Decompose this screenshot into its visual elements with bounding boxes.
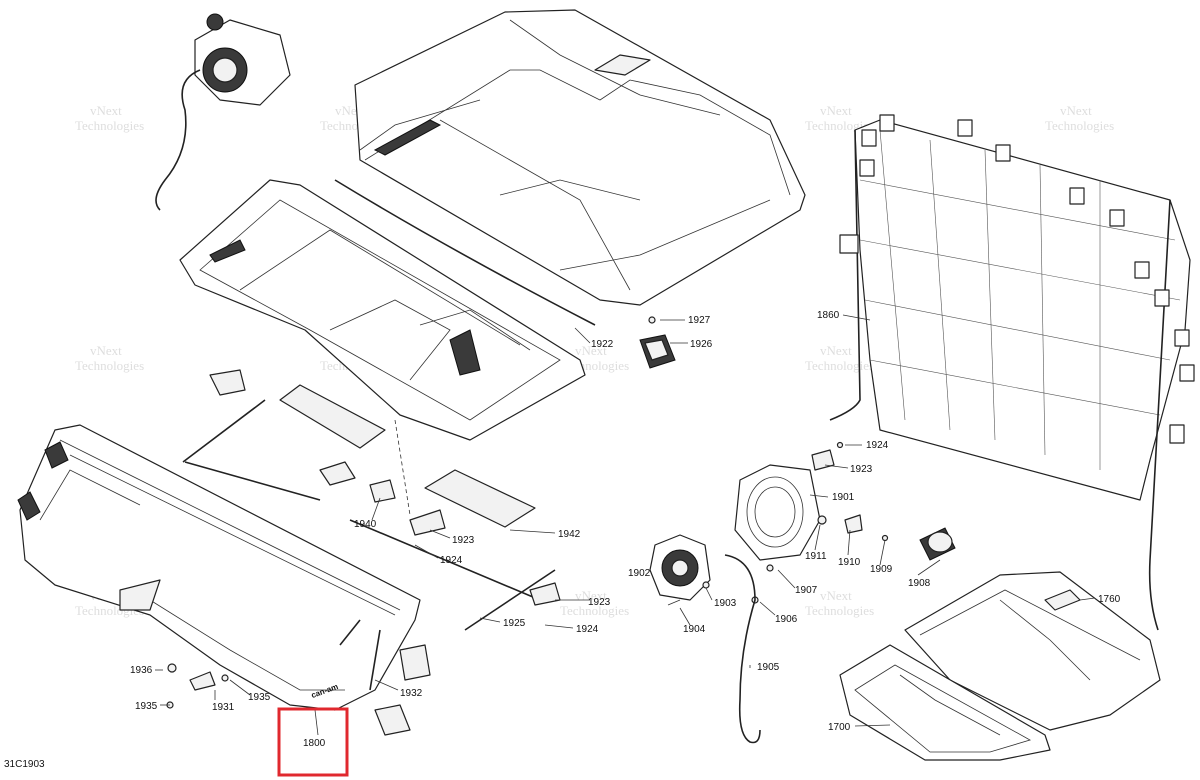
label-1903: 1903 [714,598,737,609]
label-1935-right: 1935 [248,692,271,703]
watermark-4a: vNext [820,103,852,118]
label-1942: 1942 [558,529,581,540]
label-1905: 1905 [757,662,780,673]
label-1800: 1800 [303,738,326,749]
label-1927: 1927 [688,315,711,326]
label-1940: 1940 [354,519,377,530]
watermark-1b: Technologies [75,118,144,133]
loop-3 [957,119,973,137]
speaker-1901 [734,449,863,561]
label-1907: 1907 [795,585,818,596]
loop-6 [1109,209,1125,227]
diagram-code: 31C1903 [4,759,45,770]
screw-1924b [836,441,844,449]
watermark-8a: vNext [575,343,607,358]
highlight-box-1800[interactable] [277,707,349,777]
loop-8 [1154,289,1170,307]
clip-1940 [369,479,396,503]
rear-net-1860 [829,114,1195,631]
bracket-1923 [409,509,446,536]
nut-1936 [167,663,177,673]
loop-10 [1179,364,1195,382]
roof-panel [354,9,806,306]
loop-2 [879,114,895,132]
loop-11 [839,234,859,254]
label-1902: 1902 [628,568,651,579]
screw-1909 [881,534,889,542]
watermark-9b: Technologies [805,358,874,373]
plate-1940 [279,384,386,449]
label-1909: 1909 [870,564,893,575]
rails [182,399,556,691]
seal-strip [334,179,596,326]
label-1922: 1922 [591,339,614,350]
speaker-1902 [649,534,711,601]
rear-panel-1800: can-am [17,424,421,711]
screw-1907 [766,564,774,572]
label-1923-low: 1923 [588,597,611,608]
watermark-5b: Technologies [1045,118,1114,133]
label-1924-low: 1924 [576,624,599,635]
plate-1942 [424,469,536,528]
label-1923-right: 1923 [850,464,873,475]
cover-1760 [904,571,1161,731]
watermark-14b: Technologies [805,603,874,618]
label-1760: 1760 [1098,594,1121,605]
label-1910: 1910 [838,557,861,568]
label-1923-mid: 1923 [452,535,475,546]
watermark-5a: vNext [1060,103,1092,118]
loop-9 [1174,329,1190,347]
screw-1935b [221,674,229,682]
screw-1903 [702,581,710,589]
label-1906: 1906 [775,614,798,625]
bracket-1931 [189,671,216,691]
watermark-13a: vNext [575,588,607,603]
loop-1 [861,129,877,147]
watermark-9a: vNext [820,343,852,358]
watermark-14a: vNext [820,588,852,603]
label-1901: 1901 [832,492,855,503]
bracket-top [209,369,246,396]
loop-12 [859,159,875,177]
label-1908: 1908 [908,578,931,589]
label-1924-mid: 1924 [440,555,463,566]
cable-1905 [724,554,761,744]
loop-7 [1134,261,1150,279]
watermark-6b: Technologies [75,358,144,373]
callout-labels: 1860 1927 1926 1922 1924 1923 1901 1911 … [130,310,1121,749]
label-1925: 1925 [503,618,526,629]
leader-lines [155,314,1096,736]
buckle-1926 [639,334,676,369]
watermark-13b: Technologies [560,603,629,618]
watermark-1a: vNext [90,103,122,118]
label-1935-left: 1935 [135,701,158,712]
loop-13 [1169,424,1185,444]
label-1911: 1911 [805,551,827,562]
label-1932: 1932 [400,688,423,699]
label-1700: 1700 [828,722,851,733]
loop-4 [995,144,1011,162]
label-1936: 1936 [130,665,153,676]
label-1860: 1860 [817,310,840,321]
pad-lower [374,704,411,736]
label-1904: 1904 [683,624,706,635]
pad-upper [399,644,431,681]
cover-1700 [839,644,1051,761]
loop-5 [1069,187,1085,205]
label-1926: 1926 [690,339,713,350]
screw-1927 [648,316,656,324]
label-1931: 1931 [212,702,235,713]
knob-1908 [919,527,956,561]
label-1924-right: 1924 [866,440,889,451]
speaker-top-left [155,13,291,211]
storage-tray [179,179,586,441]
watermark-6a: vNext [90,343,122,358]
bracket-mid [319,461,356,486]
screw-1904 [667,599,681,606]
bracket-1923c [529,582,561,606]
